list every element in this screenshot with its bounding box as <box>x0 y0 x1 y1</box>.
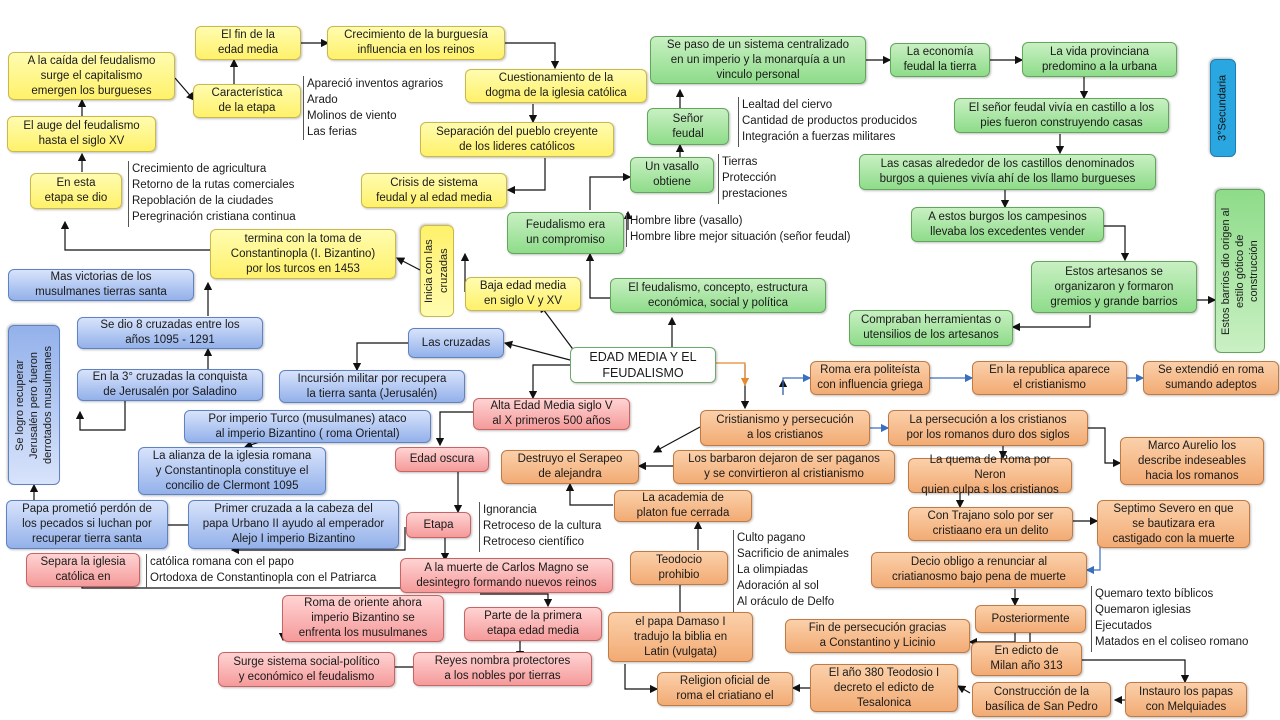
node-papa-perdon: Papa prometió perdón de los pecados si l… <box>6 500 168 549</box>
list-edad-oscura: Ignorancia Retroceso de la cultura Retro… <box>479 502 629 552</box>
node-baja-edad-media: Baja edad media en siglo V y XV <box>465 277 581 311</box>
node-burgos-campesinos: A estos burgos los campesinos llevaba lo… <box>911 207 1104 242</box>
node-edicto-milan: En edicto de Milan año 313 <box>971 642 1082 676</box>
list-caracteristica: Apareció inventos agrarios Arado Molinos… <box>303 76 463 140</box>
node-teodocio-prohibio: Teodocio prohibio <box>630 551 728 585</box>
node-quema-roma: La quema de Roma por Neron quien culpa s… <box>908 454 1072 496</box>
center-node: EDAD MEDIA Y EL FEUDALISMO <box>570 347 716 383</box>
node-incursion-militar: Incursión militar por recupera la tierra… <box>279 370 465 403</box>
node-en-esta-etapa: En esta etapa se dio <box>30 173 122 209</box>
list-teodocio: Culto pagano Sacrificio de animales La o… <box>733 530 863 612</box>
node-extendio-roma: Se extendió en roma sumando adeptos <box>1143 361 1279 395</box>
node-tercera-cruzada: En la 3° cruzadas la conquista de Jerusa… <box>77 369 263 401</box>
node-crecimiento-burguesia: Crecimiento de la burguesía influencia e… <box>327 26 505 60</box>
node-primer-cruzada: Primer cruzada a la cabeza del papa Urba… <box>188 500 399 549</box>
node-religion-oficial: Religion oficial de roma el criatiano el <box>657 672 793 706</box>
node-vasallo: Un vasallo obtiene <box>630 157 714 193</box>
node-separa-iglesia: Separa la iglesia católica en <box>26 553 140 587</box>
list-iglesia: católica romana con el papo Ortodoxa de … <box>146 554 396 588</box>
node-edad-oscura: Edad oscura <box>395 447 489 472</box>
list-vasallo: Tierras Protección prestaciones <box>718 154 808 204</box>
node-fin-edad-media: El fin de la edad media <box>195 26 301 60</box>
node-septimo-severo: Septimo Severo en que se bautizara era c… <box>1097 500 1250 548</box>
node-cristianismo: Cristianismo y persecución a los cristia… <box>700 410 870 446</box>
list-compromiso: Hombre libre (vasallo) Hombre libre mejo… <box>626 213 876 247</box>
node-victorias-musulmanes: Mas victorias de los musulmanes tierras … <box>8 269 194 301</box>
node-alianza-iglesia: La alianza de la iglesia romana y Consta… <box>138 447 326 495</box>
node-crisis: Crisis de sistema feudal y al edad media <box>361 173 507 208</box>
node-carlos-magno: A la muerte de Carlos Magno se desintegr… <box>400 558 613 593</box>
node-imperio-turco: Por imperio Turco (musulmanes) ataco al … <box>184 410 431 443</box>
list-etapa: Crecimiento de agricultura Retorno de la… <box>128 161 318 227</box>
node-reyes-protectores: Reyes nombra protectores a los nobles po… <box>413 652 592 686</box>
node-fin-persecucion: Fin de persecución gracias a Constantino… <box>785 619 970 653</box>
node-ano-380: El año 380 Teodosio I decreto el edicto … <box>810 664 958 712</box>
grade-tag: 3°Secundaria <box>1210 59 1236 157</box>
node-marco-aurelio: Marco Aurelio los describe indeseables h… <box>1120 437 1264 485</box>
node-etapa: Etapa <box>406 512 471 538</box>
node-cuestionamiento: Cuestionamiento de la dogma de la iglesi… <box>465 69 647 103</box>
node-termina: termina con la toma de Constantinopla (I… <box>210 229 396 279</box>
list-posteriormente: Quemaro texto bíblicos Quemaron iglesias… <box>1091 586 1271 652</box>
node-auge-feudalismo: El auge del feudalismo hasta el siglo XV <box>7 116 156 152</box>
node-roma-oriente: Roma de oriente ahora imperio Bizantino … <box>282 595 444 642</box>
node-barrios-gotico: Estos barrios dio origen al estilo gótic… <box>1215 189 1265 353</box>
node-alta-edad-media: Alta Edad Media siglo V al X primeros 50… <box>473 398 630 430</box>
node-senor-feudal: Señor feudal <box>647 108 729 145</box>
node-economia-feudal: La economía feudal la tierra <box>890 43 990 77</box>
node-sistema-centralizado: Se paso de un sistema centralizado en un… <box>650 36 866 84</box>
node-instauro-papas: Instauro los papas con Melquiades <box>1125 682 1247 717</box>
node-decio: Decio obligo a renunciar al criatianosmo… <box>871 552 1087 588</box>
node-serapeo: Destruyo el Serapeo de alejandra <box>501 450 639 484</box>
node-casas-burgos: Las casas alrededor de los castillos den… <box>859 154 1156 190</box>
node-vida-provinciana: La vida provinciana predomino a la urban… <box>1022 42 1177 77</box>
node-recuperar-jerusalen: Se logro recuperar Jerusalén pero fueron… <box>8 325 60 485</box>
node-primera-etapa: Parte de la primera etapa edad media <box>464 607 602 641</box>
node-posteriormente: Posteriormente <box>975 605 1086 633</box>
node-basilica: Construcción de la basílica de San Pedro <box>972 682 1111 717</box>
node-sistema-feudal: Surge sistema social-político y económic… <box>218 652 395 687</box>
node-caracteristica: Característica de la etapa <box>193 84 301 118</box>
node-caida-feudalismo: A la caída del feudalismo surge el capit… <box>8 52 175 100</box>
node-roma-politeista: Roma era politeísta con influencia grieg… <box>810 361 930 395</box>
node-republica-cristianismo: En la republica aparece el cristianismo <box>972 361 1127 395</box>
node-feudalismo-concepto: El feudalismo, concepto, estructura econ… <box>610 278 826 313</box>
node-las-cruzadas: Las cruzadas <box>408 328 504 358</box>
node-trajano: Con Trajano solo por ser cristiaano era … <box>908 507 1073 541</box>
node-senor-castillo: El señor feudal vivía en castillo a los … <box>954 98 1169 133</box>
node-papa-damaso: el papa Damaso I tradujo la biblia en La… <box>608 612 753 662</box>
list-senor-feudal: Lealtad del ciervo Cantidad de productos… <box>738 97 938 147</box>
node-artesanos: Estos artesanos se organizaron y formaro… <box>1031 261 1197 313</box>
node-persecucion: La persecución a los cristianos por los … <box>888 410 1088 446</box>
node-academia-platon: La academia de platon fue cerrada <box>614 490 752 522</box>
node-separacion: Separación del pueblo creyente de los li… <box>420 122 614 157</box>
node-inicia-cruzadas: Inicia con las cruzadas <box>420 225 454 317</box>
node-ocho-cruzadas: Se dio 8 cruzadas entre los años 1095 - … <box>77 317 263 349</box>
node-compromiso: Feudalismo era un compromiso <box>507 212 624 254</box>
node-herramientas: Compraban herramientas o utensilios de l… <box>849 310 1013 346</box>
node-barbaros: Los barbaron dejaron de ser paganos y se… <box>673 450 895 484</box>
